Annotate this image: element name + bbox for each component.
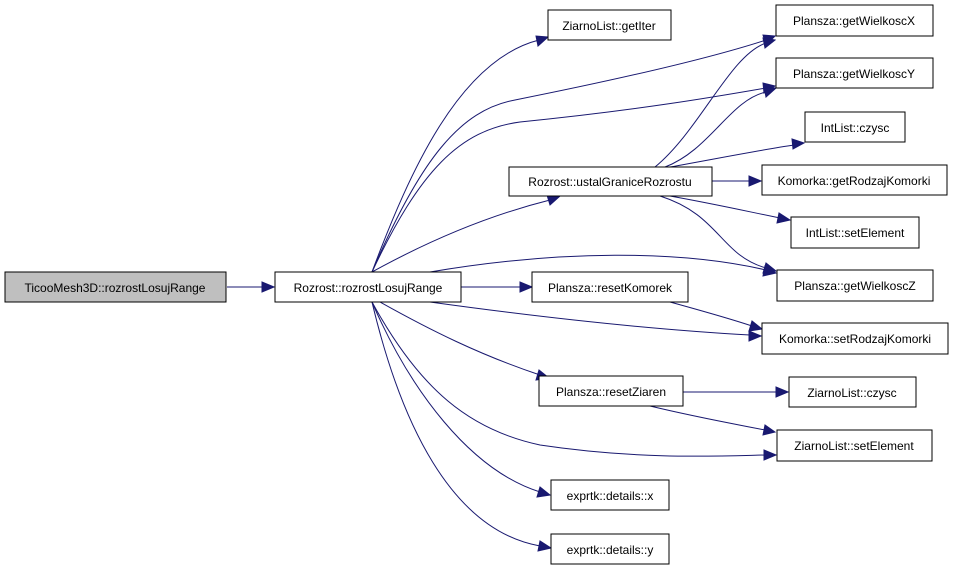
node-reset-komorek[interactable]: Plansza::resetKomorek	[531, 271, 689, 303]
svg-text:Plansza::getWielkoscZ: Plansza::getWielkoscZ	[794, 279, 915, 293]
edge-resetkomorek-to-setrodzaj	[669, 301, 764, 332]
svg-text:Rozrost::rozrostLosujRange: Rozrost::rozrostLosujRange	[294, 281, 443, 295]
node-ziarno-czysc[interactable]: ZiarnoList::czysc	[788, 376, 917, 408]
node-get-wx[interactable]: Plansza::getWielkoscX	[775, 4, 934, 37]
edge-rozrost-to-wx	[371, 34, 777, 273]
svg-text:ZiarnoList::getIter: ZiarnoList::getIter	[562, 19, 655, 33]
edge-resetziaren-to-ziarnoset	[649, 405, 777, 436]
node-rozrost-losuj[interactable]: Rozrost::rozrostLosujRange	[274, 271, 462, 303]
node-get-rodzaj[interactable]: Komorka::getRodzajKomorki	[761, 164, 948, 196]
node-exprtk-y[interactable]: exprtk::details::y	[550, 533, 670, 565]
svg-text:ZiarnoList::czysc: ZiarnoList::czysc	[807, 386, 896, 400]
edge-rozrost-to-setrodzaj	[429, 301, 763, 342]
edge-ustal-to-wy	[664, 86, 778, 168]
node-exprtk-x[interactable]: exprtk::details::x	[550, 479, 670, 511]
node-ziarno-getiter[interactable]: ZiarnoList::getIter	[547, 9, 672, 41]
edge-rozrost-to-exprtky	[371, 301, 553, 552]
node-reset-ziaren[interactable]: Plansza::resetZiaren	[538, 375, 684, 407]
svg-text:exprtk::details::y: exprtk::details::y	[567, 543, 654, 557]
edge-rozrost-to-ustal	[371, 194, 562, 273]
node-set-rodzaj[interactable]: Komorka::setRodzajKomorki	[761, 322, 949, 355]
node-get-wz[interactable]: Plansza::getWielkoscZ	[776, 269, 934, 302]
edge-rozrost-to-ziarnoset	[371, 301, 778, 461]
svg-text:Plansza::resetKomorek: Plansza::resetKomorek	[548, 281, 673, 295]
svg-text:Rozrost::ustalGraniceRozrostu: Rozrost::ustalGraniceRozrostu	[528, 175, 691, 189]
node-intlist-czysc[interactable]: IntList::czysc	[804, 111, 906, 143]
edge-rozrost-to-exprtkx	[371, 301, 552, 498]
svg-text:Plansza::getWielkoscY: Plansza::getWielkoscY	[793, 67, 915, 81]
edge-ustal-to-wz	[659, 195, 778, 274]
svg-text:Komorka::setRodzajKomorki: Komorka::setRodzajKomorki	[779, 332, 931, 346]
edge-ustal-to-intset	[669, 195, 792, 224]
edge-resetziaren-to-ziarnoczysc	[683, 386, 790, 398]
edge-ustal-to-getrodzaj	[712, 175, 763, 187]
node-root[interactable]: TicooMesh3D::rozrostLosujRange	[4, 271, 227, 303]
svg-text:Plansza::getWielkoscX: Plansza::getWielkoscX	[793, 14, 915, 28]
edge-ustal-to-intczysc	[669, 138, 806, 168]
svg-text:ZiarnoList::setElement: ZiarnoList::setElement	[794, 439, 914, 453]
node-ustal-granice[interactable]: Rozrost::ustalGraniceRozrostu	[508, 166, 713, 197]
node-get-wy[interactable]: Plansza::getWielkoscY	[775, 57, 934, 89]
edge-root-to-rozrost	[227, 281, 276, 293]
svg-text:Plansza::resetZiaren: Plansza::resetZiaren	[556, 385, 666, 399]
node-ziarno-set[interactable]: ZiarnoList::setElement	[776, 429, 933, 462]
edge-rozrost-to-getiter	[371, 35, 550, 273]
svg-text:IntList::czysc: IntList::czysc	[821, 121, 890, 135]
svg-text:IntList::setElement: IntList::setElement	[806, 226, 905, 240]
node-intlist-set[interactable]: IntList::setElement	[790, 216, 920, 249]
svg-text:TicooMesh3D::rozrostLosujRange: TicooMesh3D::rozrostLosujRange	[25, 281, 206, 295]
svg-text:exprtk::details::x: exprtk::details::x	[567, 489, 654, 503]
edge-ustal-to-wx	[654, 37, 777, 168]
svg-text:Komorka::getRodzajKomorki: Komorka::getRodzajKomorki	[778, 174, 931, 188]
edge-rozrost-to-resetkomorek	[461, 281, 534, 293]
